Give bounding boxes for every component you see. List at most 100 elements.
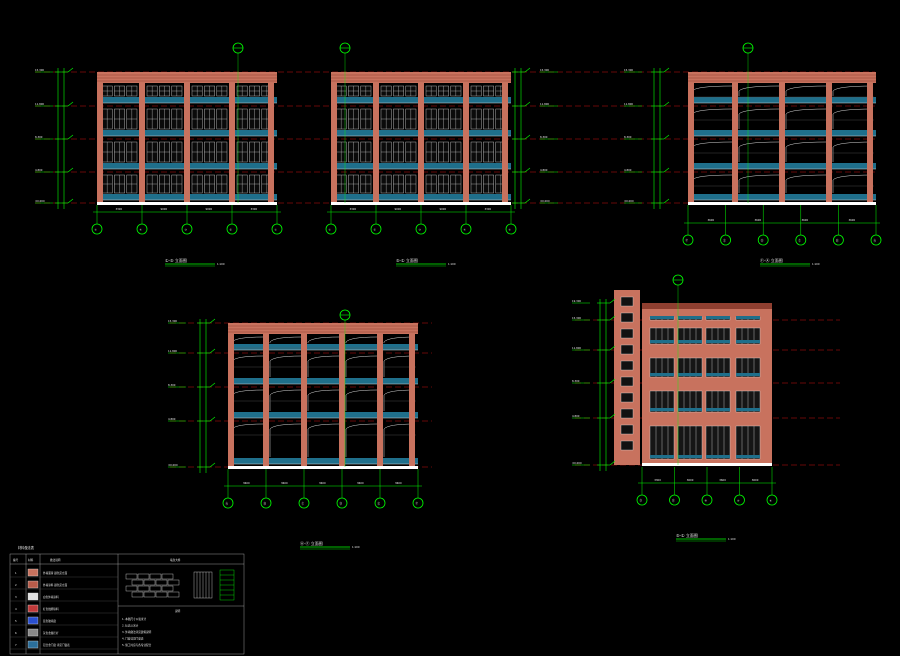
elevation-scale: 1:100 bbox=[352, 545, 360, 549]
level-label: 11.800 bbox=[572, 346, 581, 350]
note-line: 5. 施工时应与各专业配合 bbox=[122, 643, 152, 647]
axis-bubble bbox=[271, 223, 283, 235]
tower-window bbox=[620, 344, 634, 355]
roof-parapet bbox=[688, 72, 876, 83]
level-label: 15.300 bbox=[540, 68, 549, 72]
corridor-rail bbox=[345, 355, 378, 377]
axis-bubble bbox=[181, 223, 193, 235]
spandrel-glass bbox=[736, 316, 760, 319]
pilaster bbox=[779, 83, 785, 203]
brick-detail bbox=[149, 585, 162, 592]
legend-header: 材料 bbox=[28, 558, 34, 562]
corridor-rail bbox=[832, 85, 874, 96]
bay-dimension: 3300 bbox=[654, 478, 661, 482]
corridor-rail bbox=[832, 174, 874, 193]
roof-parapet bbox=[97, 72, 277, 83]
level-label: ±0.000 bbox=[168, 463, 178, 467]
tower-window bbox=[620, 408, 634, 419]
axis-label: ④ bbox=[464, 229, 467, 232]
corridor-rail bbox=[345, 389, 378, 411]
legend-text: 灰色金属栏杆 bbox=[43, 631, 59, 635]
axis-bubble bbox=[766, 494, 778, 506]
note-line: 3. 外墙做法详见建筑说明 bbox=[122, 630, 152, 634]
axis-label: Ⓔ bbox=[723, 239, 726, 243]
corridor-rail bbox=[738, 108, 780, 129]
level-mark bbox=[209, 462, 216, 468]
level-mark bbox=[663, 167, 670, 173]
legend-swatch bbox=[27, 640, 39, 649]
level-label: 8.300 bbox=[624, 135, 632, 139]
axis-label: Ⓑ bbox=[836, 239, 839, 243]
legend-text: 外墙面砖 颜色见立面 bbox=[43, 571, 68, 575]
axis-bubble bbox=[136, 223, 148, 235]
axis-label: ① bbox=[275, 229, 278, 232]
brick-detail bbox=[143, 579, 156, 586]
axis-label: ⑤ bbox=[95, 229, 98, 232]
bay-dimension: 3600 bbox=[319, 481, 326, 485]
bay-dimension: 3600 bbox=[752, 478, 759, 482]
balcony-band bbox=[228, 344, 418, 350]
note-line: 1. 本图尺寸以毫米计 bbox=[122, 617, 146, 621]
ground-line bbox=[688, 202, 876, 205]
axis-label: ⑫ bbox=[640, 499, 643, 503]
axis-label: ⑪ bbox=[672, 499, 675, 503]
balcony-band bbox=[228, 458, 418, 464]
corridor-rail bbox=[269, 336, 302, 343]
axis-label: Ⓑ bbox=[264, 502, 267, 506]
level-mark bbox=[609, 345, 616, 351]
corridor-rail bbox=[269, 423, 302, 457]
axis-bubble bbox=[415, 223, 427, 235]
corridor-rail bbox=[345, 423, 378, 457]
axis-label: Ⓓ bbox=[761, 239, 764, 243]
axis-bubble bbox=[734, 494, 745, 506]
pilaster bbox=[502, 83, 508, 203]
level-mark bbox=[609, 315, 616, 321]
bay-dimension: 3600 bbox=[719, 478, 726, 482]
level-mark bbox=[609, 378, 616, 384]
elevation-scale: 1:100 bbox=[812, 262, 820, 266]
axis-label: ② bbox=[230, 229, 233, 232]
brick-detail bbox=[155, 591, 168, 598]
spandrel-glass bbox=[678, 316, 702, 319]
legend-swatch bbox=[27, 568, 39, 577]
axis-label: Ⓕ bbox=[686, 239, 689, 243]
pilaster bbox=[463, 83, 469, 203]
drawing-layer: 15.300 11.800 8.300 4.800 ±0.000 3300 9000 9000… bbox=[9, 42, 882, 655]
pilaster bbox=[867, 83, 873, 203]
pilaster bbox=[184, 83, 190, 203]
level-label: ±0.000 bbox=[624, 199, 634, 203]
corridor-rail bbox=[738, 141, 780, 162]
level-mark bbox=[524, 134, 531, 140]
corridor-rail bbox=[832, 108, 874, 129]
axis-label: ④ bbox=[140, 229, 143, 232]
axis-label: ⑨ bbox=[737, 500, 740, 503]
level-mark bbox=[663, 134, 670, 140]
level-mark bbox=[524, 167, 531, 173]
bay-dimension: 3300 bbox=[350, 207, 357, 211]
corridor-rail bbox=[785, 85, 827, 96]
bay-dimension: 3600 bbox=[243, 481, 250, 485]
axis-bubble bbox=[412, 497, 424, 509]
tower-window bbox=[620, 360, 634, 371]
axis-bubble bbox=[226, 223, 238, 235]
level-mark bbox=[67, 198, 74, 204]
tower-window bbox=[620, 376, 634, 387]
legend-text: 铝合金门窗 详见门窗表 bbox=[43, 643, 70, 647]
level-label: 4.800 bbox=[168, 417, 176, 421]
brick-detail bbox=[137, 573, 150, 580]
spandrel-glass bbox=[650, 373, 674, 376]
ground-line bbox=[97, 202, 277, 205]
note-line: 2. 标高以米计 bbox=[122, 624, 139, 628]
level-mark bbox=[609, 413, 616, 419]
axis-bubble bbox=[636, 494, 648, 506]
axis-label: Ⓒ bbox=[302, 502, 305, 506]
spandrel-glass bbox=[736, 408, 760, 411]
bay-dimension: 9000 bbox=[206, 207, 213, 211]
bay-dimension: 9000 bbox=[395, 207, 402, 211]
axis-bubble bbox=[374, 497, 386, 509]
pilaster bbox=[339, 334, 345, 467]
level-label: 15.300 bbox=[35, 68, 44, 72]
